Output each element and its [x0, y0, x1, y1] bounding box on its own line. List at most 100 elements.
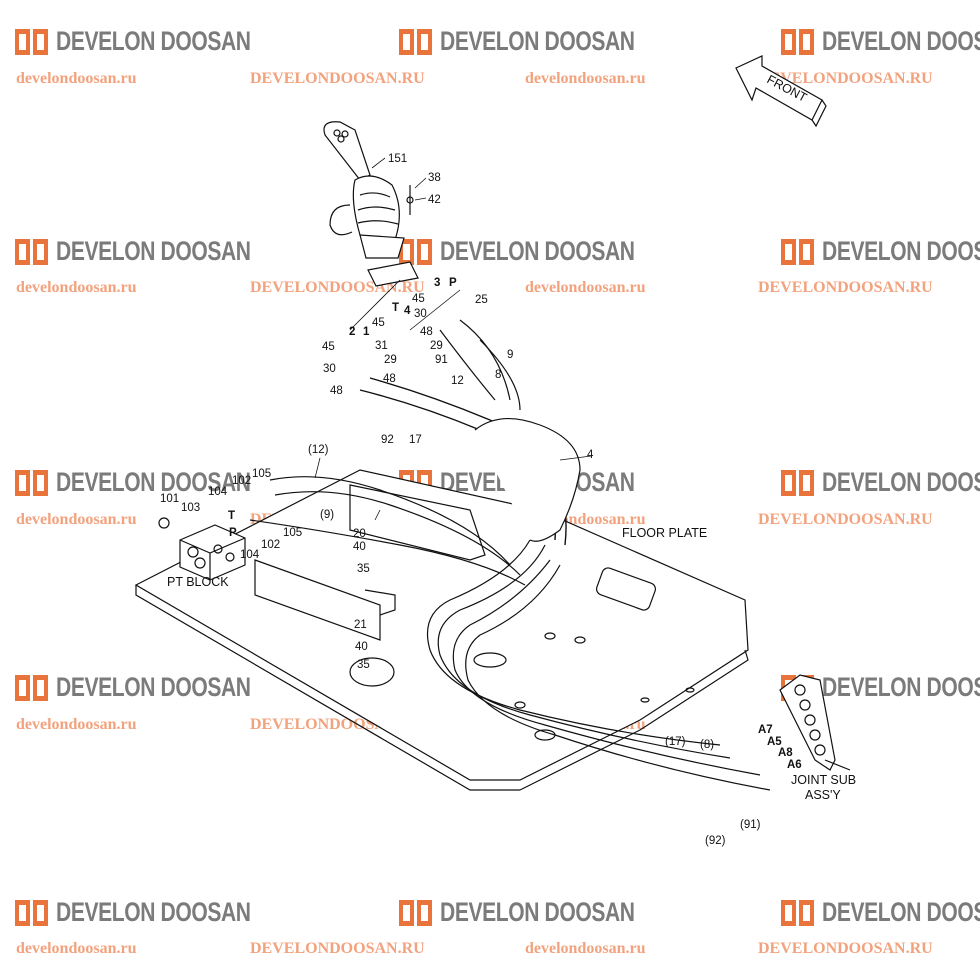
watermark-logo: DEVELON DOOSAN	[14, 26, 306, 57]
part-label: (8)	[700, 739, 714, 751]
port-label: 1	[363, 326, 370, 338]
develon-logo-icon	[15, 469, 48, 496]
joint-sub-assembly	[779, 674, 851, 771]
part-label: 104	[208, 486, 228, 498]
part-label: (92)	[705, 835, 726, 847]
part-label: 101	[160, 493, 179, 505]
part-label: 42	[428, 194, 441, 206]
part-label: 151	[388, 153, 407, 165]
part-label: 104	[240, 549, 260, 561]
watermark-url: develondoosan.ru	[16, 279, 137, 296]
part-label: 102	[261, 539, 280, 551]
part-label: 40	[353, 541, 366, 553]
port-label: A5	[767, 736, 782, 748]
watermark-brand: DEVELON DOOSAN	[56, 672, 251, 702]
watermark-brand: DEVELON DOOSAN	[440, 26, 635, 56]
watermark-brand: DEVELON DOOSAN	[822, 897, 980, 927]
develon-logo-icon	[399, 899, 432, 926]
watermark-url: develondoosan.ru	[16, 70, 137, 87]
part-label: 25	[475, 294, 488, 306]
part-label: 105	[252, 468, 271, 480]
watermark-brand: DEVELON DOOSAN	[56, 26, 251, 56]
part-label: (12)	[308, 444, 329, 456]
watermark-logo: DEVELON DOOSAN	[14, 236, 306, 267]
watermark-url: develondoosan.ru	[525, 940, 646, 957]
watermark-brand: DEVELON DOOSAN	[440, 897, 635, 927]
part-label: 31	[375, 340, 388, 352]
develon-logo-icon	[399, 238, 432, 265]
develon-logo-icon	[781, 899, 814, 926]
part-label: 29	[430, 340, 443, 352]
port-label: A8	[778, 747, 793, 759]
part-label: 45	[372, 317, 385, 329]
watermark-logo: DEVELON DOOSAN	[14, 467, 306, 498]
part-label: 20	[353, 528, 366, 540]
watermark-url: DEVELONDOOSAN.RU	[250, 70, 425, 87]
watermark-brand: DEVELON DOOSAN	[56, 467, 251, 497]
pt-block-label: PT BLOCK	[167, 575, 229, 589]
watermark-brand: DEVELON DOOSAN	[822, 26, 980, 56]
watermark-url: develondoosan.ru	[525, 279, 646, 296]
watermark-logo: DEVELON DOOSAN	[14, 897, 306, 928]
part-label: 21	[354, 619, 367, 631]
port-label: T	[392, 302, 399, 314]
watermark-url: develondoosan.ru	[525, 70, 646, 87]
watermark-brand: DEVELON DOOSAN	[822, 672, 980, 702]
part-label: 45	[412, 293, 425, 305]
front-direction-arrow	[735, 55, 827, 128]
joystick-assembly	[323, 121, 419, 287]
port-label: A6	[787, 759, 802, 771]
watermark-url: DEVELONDOOSAN.RU	[758, 940, 933, 957]
part-label: 4	[587, 449, 594, 461]
watermark-brand: DEVELON DOOSAN	[56, 897, 251, 927]
watermark-logo: DEVELON DOOSAN	[398, 236, 690, 267]
part-label: 48	[330, 385, 343, 397]
part-label: 12	[451, 375, 464, 387]
watermark-url: DEVELONDOOSAN.RU	[758, 279, 933, 296]
watermark-logo: DEVELON DOOSAN	[14, 672, 306, 703]
watermark-url: DEVELONDOOSAN.RU	[758, 70, 933, 87]
joint-sub-label: ASS'Y	[805, 788, 841, 802]
part-label: 17	[409, 434, 422, 446]
develon-logo-icon	[781, 28, 814, 55]
watermark-brand: DEVELON DOOSAN	[822, 236, 980, 266]
develon-logo-icon	[781, 469, 814, 496]
pt-block	[158, 517, 246, 581]
watermark-logo: DEVELON DOOSAN	[780, 236, 980, 267]
part-label: 48	[420, 326, 433, 338]
bracket-assembly	[254, 484, 486, 641]
part-label: 29	[384, 354, 397, 366]
part-label: 45	[322, 341, 335, 353]
watermark-url: DEVELONDOOSAN.RU	[250, 940, 425, 957]
develon-logo-icon	[15, 28, 48, 55]
develon-logo-icon	[15, 899, 48, 926]
watermark-logo: DEVELON DOOSAN	[780, 897, 980, 928]
watermark-logo: DEVELON DOOSAN	[780, 26, 980, 57]
port-label: T	[228, 510, 235, 522]
watermark-logo: DEVELON DOOSAN	[780, 467, 980, 498]
watermark-url: develondoosan.ru	[16, 716, 137, 733]
floor-plate-label: FLOOR PLATE	[622, 526, 707, 540]
watermark-logo: DEVELON DOOSAN	[398, 26, 690, 57]
floor-plate	[134, 469, 749, 791]
part-label: 92	[381, 434, 394, 446]
port-label: P	[449, 277, 457, 289]
part-label: 38	[428, 172, 441, 184]
part-label: (9)	[320, 509, 334, 521]
watermark-url: develondoosan.ru	[16, 940, 137, 957]
port-label: A7	[758, 724, 773, 736]
joint-sub-label: JOINT SUB	[791, 773, 856, 787]
part-label: 9	[507, 349, 513, 361]
watermark-brand: DEVELON DOOSAN	[56, 236, 251, 266]
port-label: 3	[434, 277, 440, 289]
watermark-url: develondoosan.ru	[16, 511, 137, 528]
develon-logo-icon	[781, 238, 814, 265]
watermark-brand: DEVELON DOOSAN	[822, 467, 980, 497]
port-label: 4	[404, 305, 411, 317]
part-label: 103	[181, 502, 200, 514]
develon-logo-icon	[15, 674, 48, 701]
part-label: 8	[495, 369, 501, 381]
part-label: 105	[283, 527, 302, 539]
watermark-url: DEVELONDOOSAN.RU	[758, 511, 933, 528]
